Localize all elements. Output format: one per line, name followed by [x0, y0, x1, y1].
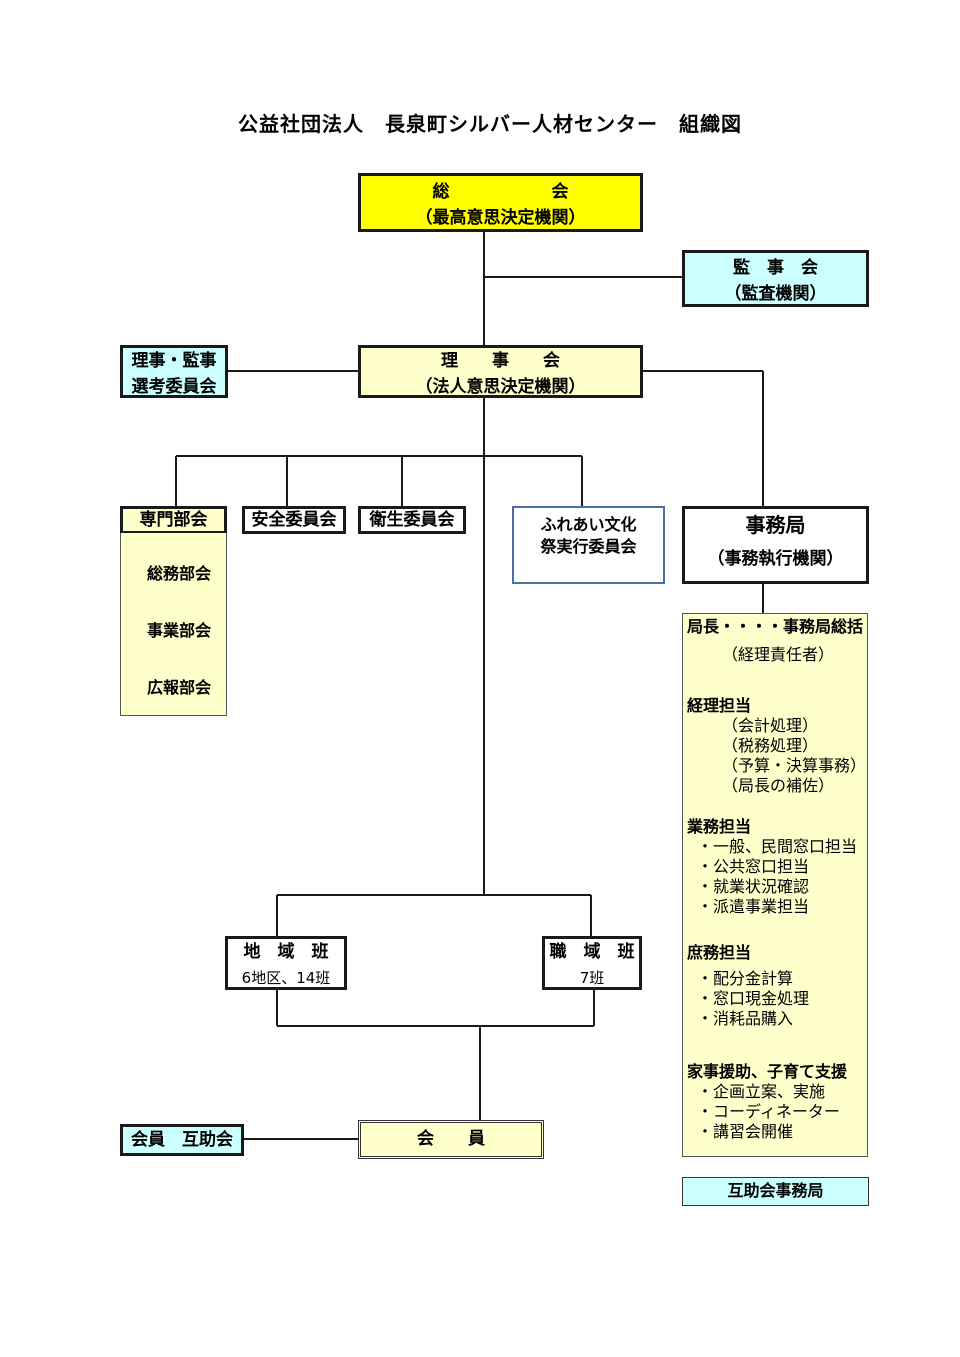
festival-committee-box: ふれあい文化 祭実行委員会: [512, 506, 665, 584]
operations-item: ・一般、民間窓口担当: [697, 837, 858, 856]
secretariat-duties-panel: [682, 613, 868, 1157]
housework-support-item: ・コーディネーター: [697, 1102, 840, 1121]
auditors-note: （監査機関）: [724, 284, 827, 304]
selection-committee-line1: 理事・監事: [131, 351, 217, 371]
expert-committee-panel: [120, 533, 227, 716]
general-affairs-label: 庶務担当: [687, 943, 752, 962]
housework-support-item: ・講習会開催: [697, 1122, 794, 1141]
operations-item: ・公共窓口担当: [697, 857, 810, 876]
auditors-box: 監 事 会 （監査機関）: [682, 250, 869, 307]
board-note: （法人意思決定機関）: [415, 377, 586, 397]
housework-support-label: 家事援助、子育て支援: [687, 1062, 848, 1081]
duty-head-note: （経理責任者）: [722, 645, 835, 664]
chart-title: 公益社団法人 長泉町シルバー人材センター 組織図: [238, 112, 742, 136]
general-affairs-item: ・消耗品購入: [697, 1009, 794, 1028]
accounting-item: （局長の補佐）: [722, 776, 835, 795]
selection-committee-line2: 選考委員会: [131, 377, 217, 397]
occupational-group-box: 職 域 班 7班: [542, 936, 642, 990]
housework-support-item: ・企画立案、実施: [697, 1082, 826, 1101]
subcommittee-business: 事業部会: [147, 621, 212, 640]
accounting-item: （税務処理）: [722, 736, 819, 755]
health-committee-label: 衛生委員会: [369, 510, 455, 530]
festival-committee-line1: ふれあい文化: [540, 515, 637, 534]
operations-item: ・派遣事業担当: [697, 897, 810, 916]
operations-label: 業務担当: [687, 817, 752, 836]
expert-committee-label: 専門部会: [139, 510, 208, 530]
occupational-group-note: 7班: [579, 969, 605, 987]
accounting-label: 経理担当: [687, 696, 752, 715]
general-affairs-item: ・窓口現金処理: [697, 989, 810, 1008]
board-of-directors-box: 理 事 会 （法人意思決定機関）: [358, 345, 643, 398]
festival-committee-line2: 祭実行委員会: [540, 537, 637, 556]
duty-head: 局長・・・・事務局総括: [687, 617, 864, 636]
mutual-aid-secretariat-label: 互助会事務局: [727, 1181, 824, 1200]
board-label: 理 事 会: [441, 351, 560, 371]
regional-group-note: 6地区、14班: [241, 969, 331, 987]
secretariat-note: （事務執行機関）: [707, 549, 844, 569]
regional-group-box: 地 域 班 6地区、14班: [225, 936, 347, 990]
members-label: 会 員: [417, 1129, 485, 1149]
occupational-group-label: 職 域 班: [549, 942, 635, 962]
subcommittee-publicity: 広報部会: [147, 678, 212, 697]
mutual-aid-secretariat-box: 互助会事務局: [682, 1177, 869, 1206]
operations-item: ・就業状況確認: [697, 877, 810, 896]
general-assembly-label: 総 会: [432, 182, 569, 202]
selection-committee-box: 理事・監事 選考委員会: [120, 345, 228, 398]
expert-committee-header: 専門部会: [120, 506, 227, 534]
member-mutual-aid-label: 会員 互助会: [131, 1130, 233, 1150]
accounting-item: （予算・決算事務）: [722, 756, 867, 775]
subcommittee-general-affairs: 総務部会: [147, 564, 212, 583]
health-committee-box: 衛生委員会: [358, 506, 466, 534]
general-assembly-box: 総 会 （最高意思決定機関）: [358, 173, 643, 232]
general-assembly-note: （最高意思決定機関）: [415, 208, 586, 228]
auditors-label: 監 事 会: [733, 258, 818, 278]
safety-committee-box: 安全委員会: [242, 506, 346, 534]
accounting-item: （会計処理）: [722, 716, 819, 735]
members-box: 会 員: [358, 1120, 544, 1159]
regional-group-label: 地 域 班: [243, 942, 329, 962]
safety-committee-label: 安全委員会: [251, 510, 337, 530]
secretariat-box: 事務局 （事務執行機関）: [682, 506, 869, 584]
secretariat-label: 事務局: [745, 513, 806, 537]
member-mutual-aid-box: 会員 互助会: [120, 1124, 244, 1156]
general-affairs-item: ・配分金計算: [697, 969, 794, 988]
